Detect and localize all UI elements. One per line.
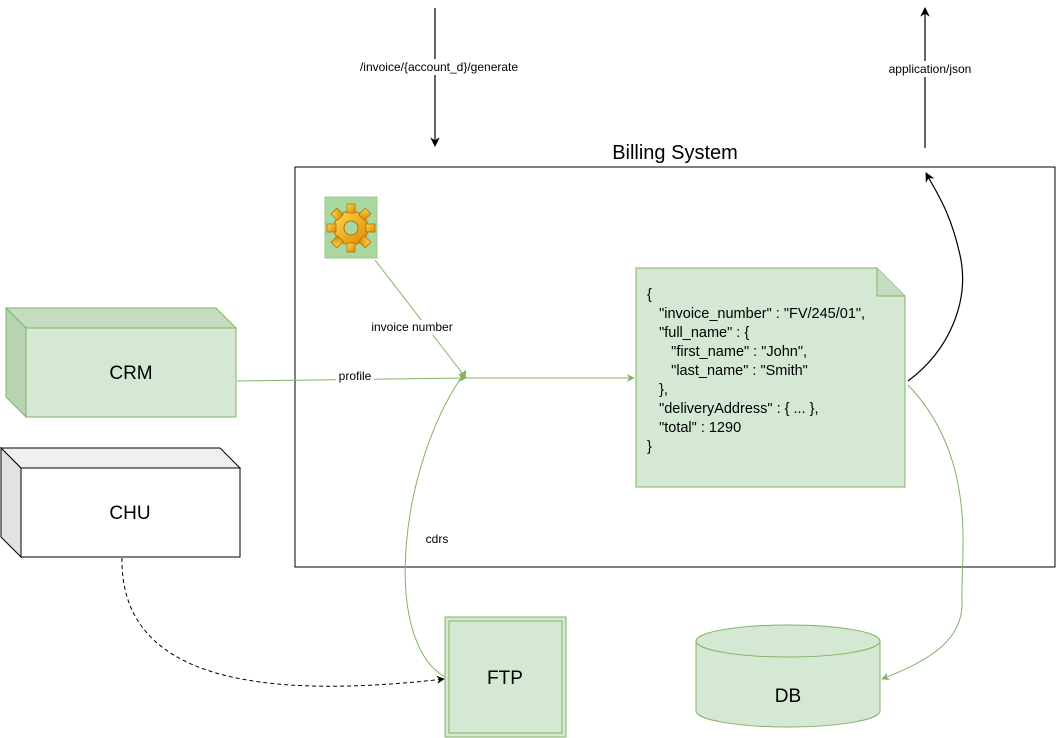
db-label: DB (775, 686, 801, 707)
json-text: { "invoice_number" : "FV/245/01", "full_… (647, 287, 865, 455)
response-label: application/json (889, 62, 972, 76)
billing-system-title: Billing System (612, 142, 738, 164)
db-node[interactable]: DB (695, 624, 881, 728)
edge-cdrs: cdrs (404, 370, 467, 678)
json-line: } (647, 439, 652, 455)
json-line: }, (647, 382, 668, 398)
edge-label-invoice-number: invoice number (371, 320, 452, 334)
chu-label: CHU (109, 503, 150, 524)
gear-icon[interactable] (324, 196, 378, 259)
json-line: "invoice_number" : "FV/245/01", (647, 306, 865, 322)
edge-document-to-response (907, 172, 964, 382)
edge-label-profile: profile (339, 369, 372, 383)
json-line: "full_name" : { (647, 325, 749, 341)
ftp-node[interactable]: FTP (444, 616, 567, 738)
edge-invoice-number: invoice number (369, 259, 467, 379)
ftp-label: FTP (487, 668, 523, 689)
json-line: "first_name" : "John", (647, 344, 807, 360)
edge-document-to-db (881, 384, 964, 681)
edge-chu-to-ftp (121, 557, 445, 687)
json-line: "deliveryAddress" : { ... }, (647, 401, 818, 417)
request-arrow: /invoice/{account_d}/generate (358, 8, 521, 147)
json-line: "total" : 1290 (647, 420, 741, 436)
json-line: { (647, 287, 652, 303)
request-label: /invoice/{account_d}/generate (360, 60, 518, 74)
edge-profile: profile (236, 368, 467, 383)
edge-label-cdrs: cdrs (426, 532, 449, 546)
json-document[interactable]: { "invoice_number" : "FV/245/01", "full_… (0, 0, 906, 488)
crm-label: CRM (109, 363, 152, 384)
crm-node[interactable]: CRM (4, 306, 238, 419)
json-line: "last_name" : "Smith" (647, 363, 808, 379)
response-arrow: application/json (886, 7, 974, 148)
chu-node[interactable]: CHU (0, 446, 242, 559)
